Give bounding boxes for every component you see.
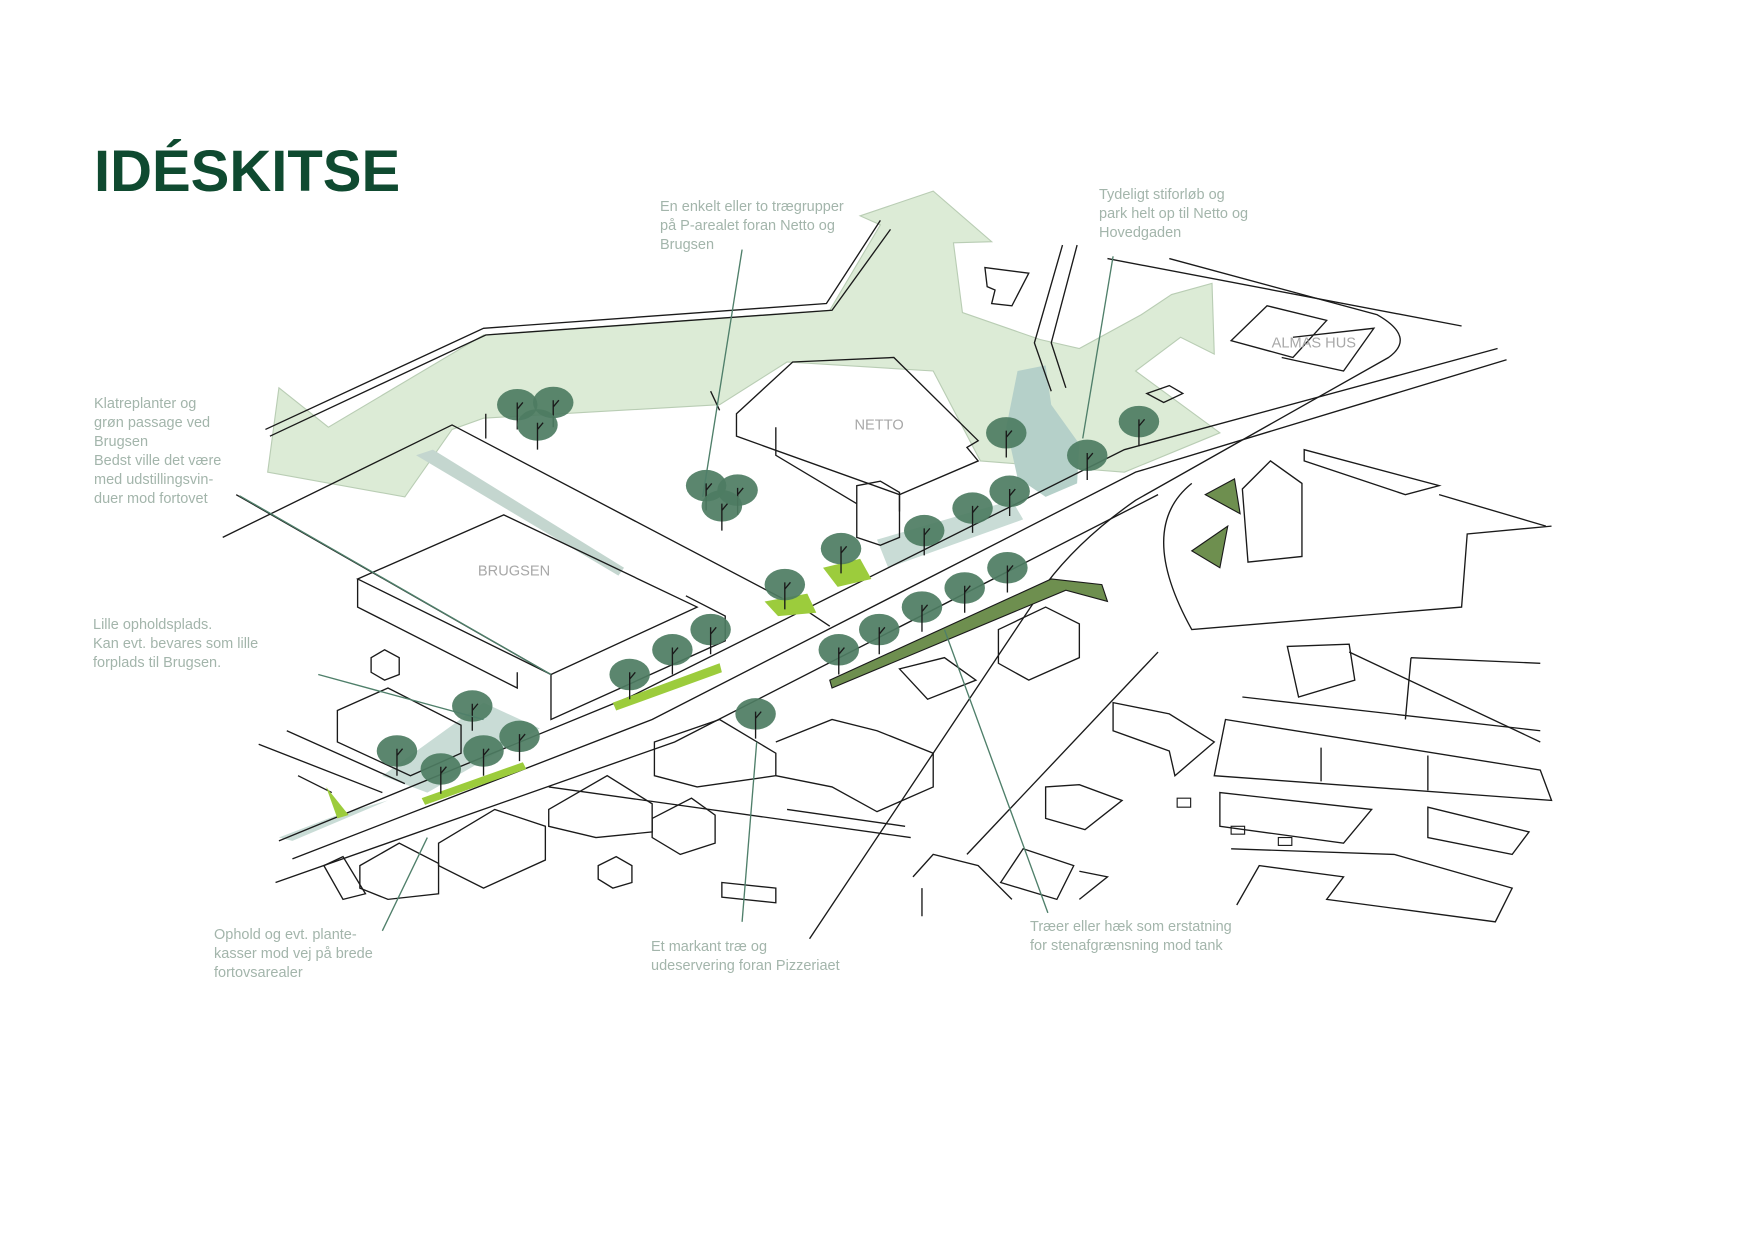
- tree-icon: [517, 409, 558, 450]
- hedge: [1204, 478, 1241, 515]
- arrow-path: [416, 449, 625, 576]
- note-pizzeria-tree: Et markant træ og udeservering foran Piz…: [651, 938, 840, 976]
- tree-icon: [735, 698, 776, 739]
- note-line: Brugsen: [660, 237, 715, 253]
- note-line: Kan evt. bevares som lille: [93, 636, 259, 652]
- note-tree-groups: En enkelt eller to trægrupper på P-areal…: [660, 198, 844, 255]
- note-line: Et markant træ og: [651, 939, 768, 955]
- tree-icon: [944, 572, 985, 613]
- lawn: [421, 762, 527, 805]
- page-title: IDÉSKITSE: [94, 139, 401, 204]
- tree-icon: [901, 591, 943, 632]
- note-line: Ophold og evt. plante-: [214, 927, 357, 943]
- tree-icon: [420, 753, 462, 794]
- note-climbing-plants: Klatreplanter og grøn passage ved Brugse…: [94, 395, 221, 509]
- tree-icon: [652, 634, 693, 675]
- tree-icon: [499, 720, 540, 762]
- note-line: på P-arealet foran Netto og: [660, 218, 835, 234]
- tree-icon: [690, 613, 731, 655]
- tree-icon: [701, 490, 743, 531]
- brugsen-building: [356, 514, 726, 721]
- hedge-tank: [829, 578, 1109, 689]
- note-planters: Ophold og evt. plante- kasser mod vej på…: [214, 926, 373, 983]
- tree-icon: [1066, 439, 1108, 481]
- note-line: Træer eller hæk som erstatning: [1030, 919, 1232, 935]
- note-line: Lille opholdsplads.: [93, 617, 213, 633]
- lawn: [326, 786, 349, 819]
- sidewalk-strip: [278, 800, 388, 841]
- note-line: forplads til Brugsen.: [93, 655, 222, 671]
- note-line: Brugsen: [94, 434, 149, 450]
- note-line: park helt op til Netto og: [1099, 206, 1249, 222]
- note-line: for stenafgrænsning mod tank: [1030, 938, 1223, 954]
- tree-icon: [376, 735, 418, 776]
- note-line: Bedst ville det være: [94, 453, 222, 469]
- note-line: Hovedgaden: [1099, 225, 1182, 241]
- note-line: Tydeligt stiforløb og: [1099, 187, 1225, 203]
- note-line: En enkelt eller to trægrupper: [660, 199, 844, 215]
- tree-icon: [987, 551, 1028, 593]
- tree-icon: [952, 492, 993, 533]
- tree-icon: [986, 417, 1027, 458]
- note-line: kasser mod vej på brede: [214, 946, 373, 962]
- note-line: med udstillingsvin-: [94, 472, 214, 488]
- tree-icon: [818, 634, 860, 675]
- tree-icon: [903, 514, 945, 556]
- hedge: [1190, 524, 1229, 569]
- note-small-plaza: Lille opholdsplads. Kan evt. bevares som…: [93, 616, 258, 673]
- tree-icon: [820, 532, 862, 574]
- netto-label: NETTO: [855, 417, 904, 433]
- tree-icon: [859, 613, 900, 655]
- note-line: duer mod fortovet: [94, 491, 208, 507]
- tree-icon: [764, 568, 806, 610]
- green-corridor: [267, 190, 1222, 498]
- brugsen-label: BRUGSEN: [478, 564, 550, 580]
- note-tank-hedge: Træer eller hæk som erstatning for stena…: [1030, 918, 1232, 956]
- tree-icon: [1118, 405, 1160, 447]
- netto-building: [735, 356, 980, 512]
- tree-icon: [609, 658, 650, 700]
- pond: [1006, 365, 1080, 497]
- tree-icon: [989, 475, 1030, 517]
- lawn: [612, 663, 722, 711]
- tree-icon: [463, 735, 504, 776]
- trees: [376, 386, 1160, 794]
- note-line: Klatreplanter og: [94, 396, 197, 412]
- note-line: udeservering foran Pizzeriaet: [651, 958, 840, 974]
- note-line: grøn passage ved: [94, 415, 211, 431]
- lawn: [823, 558, 872, 587]
- almas-hus-label: ALMAS HUS: [1272, 335, 1357, 351]
- note-line: fortovsarealer: [214, 965, 303, 981]
- note-path-park: Tydeligt stiforløb og park helt op til N…: [1099, 186, 1248, 243]
